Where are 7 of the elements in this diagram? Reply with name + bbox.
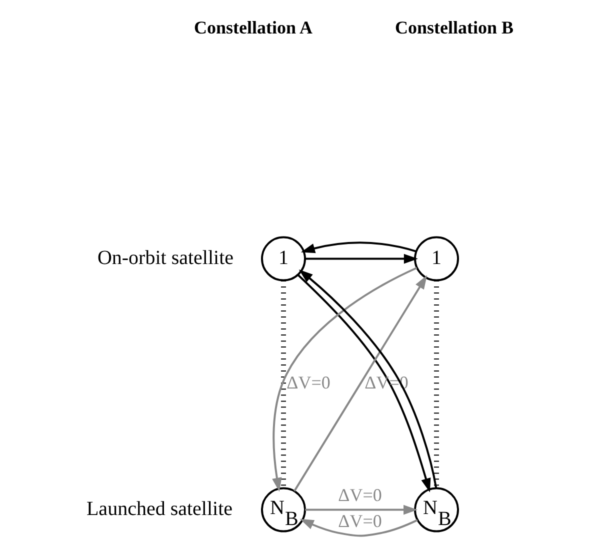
node-label: Launched satellite (86, 498, 233, 520)
edge-label: ΔV=0 (286, 372, 330, 393)
node-label: On-orbit satellite (97, 246, 234, 269)
edge-label: ΔV=0 (338, 485, 382, 506)
edge-label: ΔV=0 (338, 511, 382, 532)
label: Constellation A (194, 18, 313, 38)
label: Constellation B (395, 18, 514, 38)
